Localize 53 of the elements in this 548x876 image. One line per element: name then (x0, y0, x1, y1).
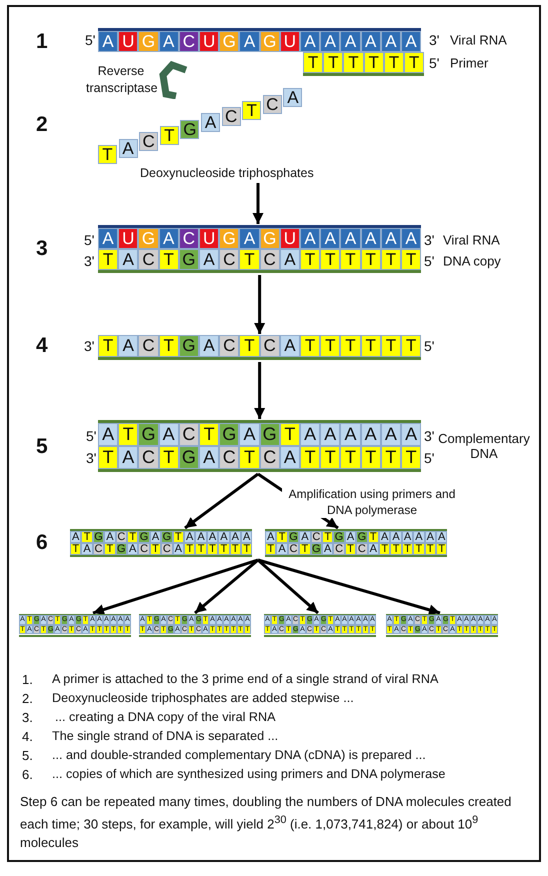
end-label: 5' (424, 338, 434, 354)
strand-label: Primer (450, 56, 488, 70)
step-number: 1 (36, 30, 48, 54)
step-number: 5 (36, 435, 48, 459)
list-item: ... creating a DNA copy of the viral RNA (55, 710, 276, 724)
end-label: 3' (84, 338, 94, 354)
list-number: 1. (22, 672, 33, 687)
list-number: 2. (22, 691, 33, 706)
note-paragraph: Step 6 can be repeated many times, doubling the numbers of DNA molecules created each time; 30 steps, for example, will yield 2$^{30}$ (i.e. 1,073,741,824) or about 10$^{9}$ molecules (20, 793, 512, 852)
list-item: ... and double-stranded complementary DNA (cDNA) is prepared ... (52, 748, 426, 762)
arrow (254, 362, 266, 419)
end-label: 3' (86, 450, 96, 466)
end-label: 3' (84, 253, 94, 269)
end-label: 3' (424, 232, 434, 248)
dna-double-strand: A T G A C T G A G T A A A A A A T A C T G A C T C A T T T T T T (265, 529, 448, 557)
arrow (257, 558, 319, 614)
arrow (92, 558, 258, 615)
step-number: 3 (36, 237, 48, 261)
end-label: 5' (424, 253, 434, 269)
list-item: A primer is attached to the 3 prime end of a single strand of viral RNA (52, 672, 438, 686)
rna-dna-hybrid: A U G A C U G A G U A A A A A A T A C T G A C T C A T T T T T T (98, 225, 422, 273)
list-item: Deoxynucleoside triphosphates are added stepwise ... (52, 691, 354, 705)
molecule-label: Deoxynucleoside triphosphates (140, 166, 314, 180)
end-label: 3' (429, 32, 440, 48)
arrow (252, 183, 264, 224)
end-label: 5' (429, 55, 440, 71)
arrow (258, 558, 440, 616)
end-label: 5' (85, 32, 96, 48)
list-number: 5. (22, 748, 33, 763)
step-number: 4 (36, 334, 48, 358)
strand-label: DNA copy (443, 254, 501, 268)
end-label: 5' (86, 428, 96, 444)
strand-label: Viral RNA (450, 32, 507, 48)
strand-label: Complementary DNA (438, 431, 530, 461)
dna-double-strand: A T G A C T G A G T A A A A A A T A C T G A C T C A T T T T T T (98, 420, 422, 472)
step-number: 6 (36, 531, 48, 555)
list-number: 4. (22, 729, 33, 744)
dna-strand: T A C T G A C T C A T T T T T T (98, 335, 422, 360)
primer-strand: T T T T T T (303, 52, 424, 76)
list-item: ... copies of which are synthesized using primers and DNA polymerase (52, 767, 446, 781)
list-number: 3. (22, 710, 33, 725)
end-label: 5' (84, 232, 94, 248)
dna-double-strand: A T G A C T G A G T A A A A A A T A C T G A C T C A T T T T T T (70, 529, 252, 557)
end-label: 5' (424, 450, 434, 466)
rna-strand: A U G A C U G A G U A A A A A A (98, 28, 422, 52)
end-label: 3' (424, 428, 434, 444)
arrow (194, 558, 259, 614)
arrow (184, 472, 259, 530)
strand-label: Viral RNA (443, 232, 500, 248)
list-item: The single strand of DNA is separated ... (52, 729, 278, 743)
step-number: 2 (36, 113, 48, 137)
list-number: 6. (22, 767, 33, 782)
arrow (254, 275, 266, 334)
